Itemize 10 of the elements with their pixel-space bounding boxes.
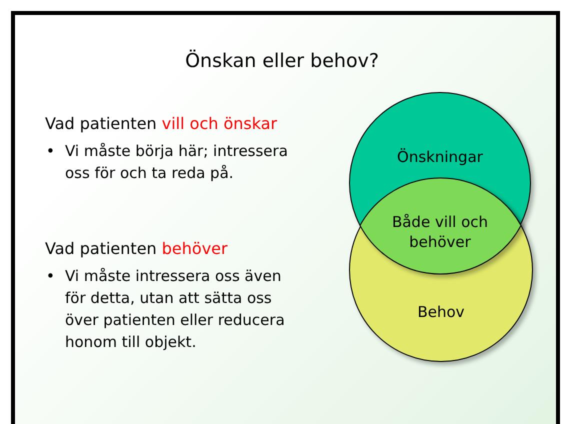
bullet-marker: •	[46, 267, 55, 285]
bullet-marker: •	[46, 142, 55, 160]
bullet-text: Vi måste börja här; intressera oss för och ta reda på.	[65, 141, 289, 184]
venn-label: Behov	[416, 302, 466, 322]
slide-title: Önskan eller behov?	[185, 50, 379, 72]
heading-text: Vad patienten vill och önskar	[45, 114, 278, 133]
venn-label: Önskningar	[396, 147, 484, 167]
venn-label: Både vill och behöver	[390, 212, 490, 252]
bullet-text: Vi måste intressera oss även för detta, utan att sätta oss över patienten eller reducera honom till objekt.	[65, 266, 286, 353]
heading-text: Vad patienten behöver	[45, 239, 228, 258]
